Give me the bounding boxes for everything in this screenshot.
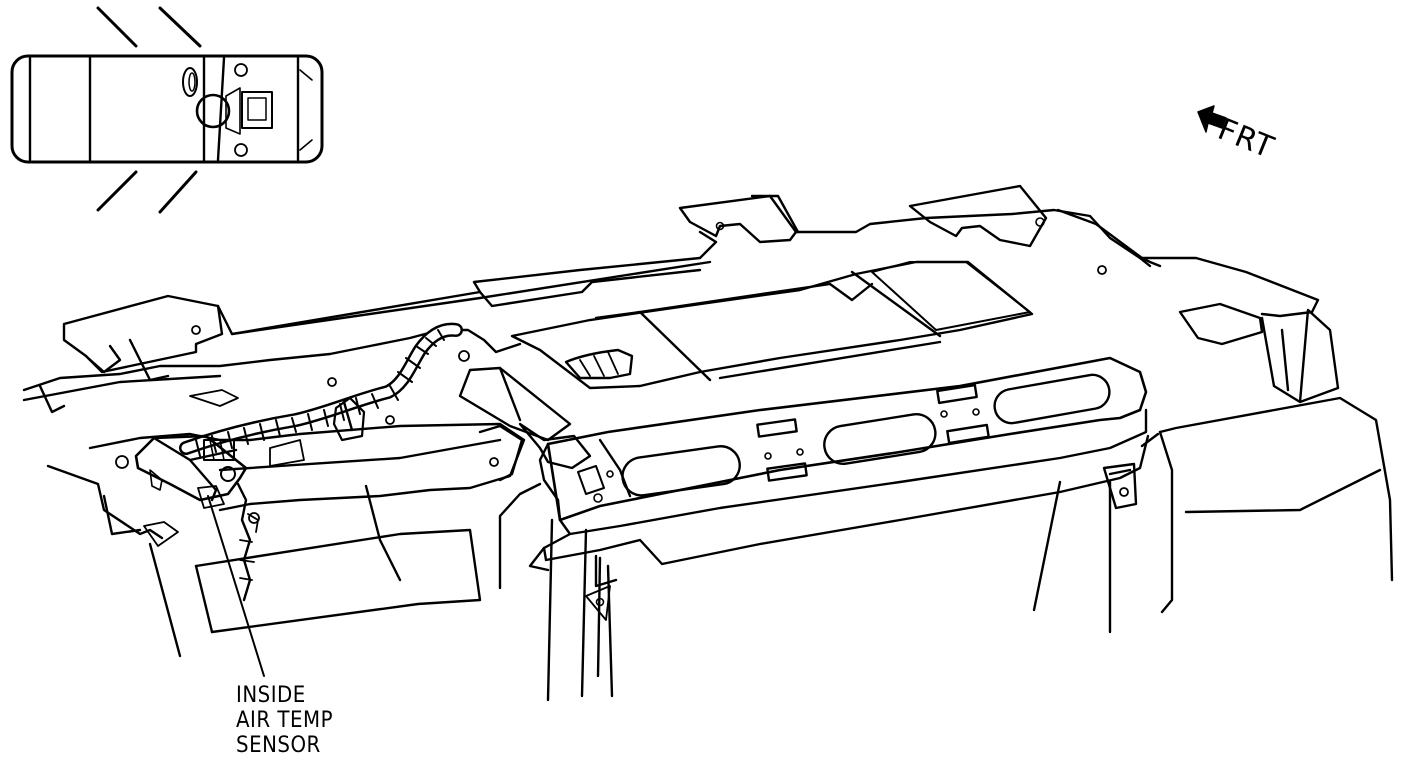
roof-rail-assembly <box>62 184 1340 572</box>
callout-line-2: AIR TEMP <box>236 708 334 733</box>
vehicle-locator-view <box>10 6 324 214</box>
lower-trim-panels <box>46 396 1394 702</box>
harness-and-sensor <box>22 322 572 602</box>
callout-leader-line <box>207 495 265 677</box>
callout-line-1: INSIDE <box>236 683 306 708</box>
arrow-left-icon <box>1197 105 1227 133</box>
callout-inside-air-temp-sensor: INSIDE AIR TEMP SENSOR <box>236 683 333 758</box>
callout-line-3: SENSOR <box>236 733 321 758</box>
